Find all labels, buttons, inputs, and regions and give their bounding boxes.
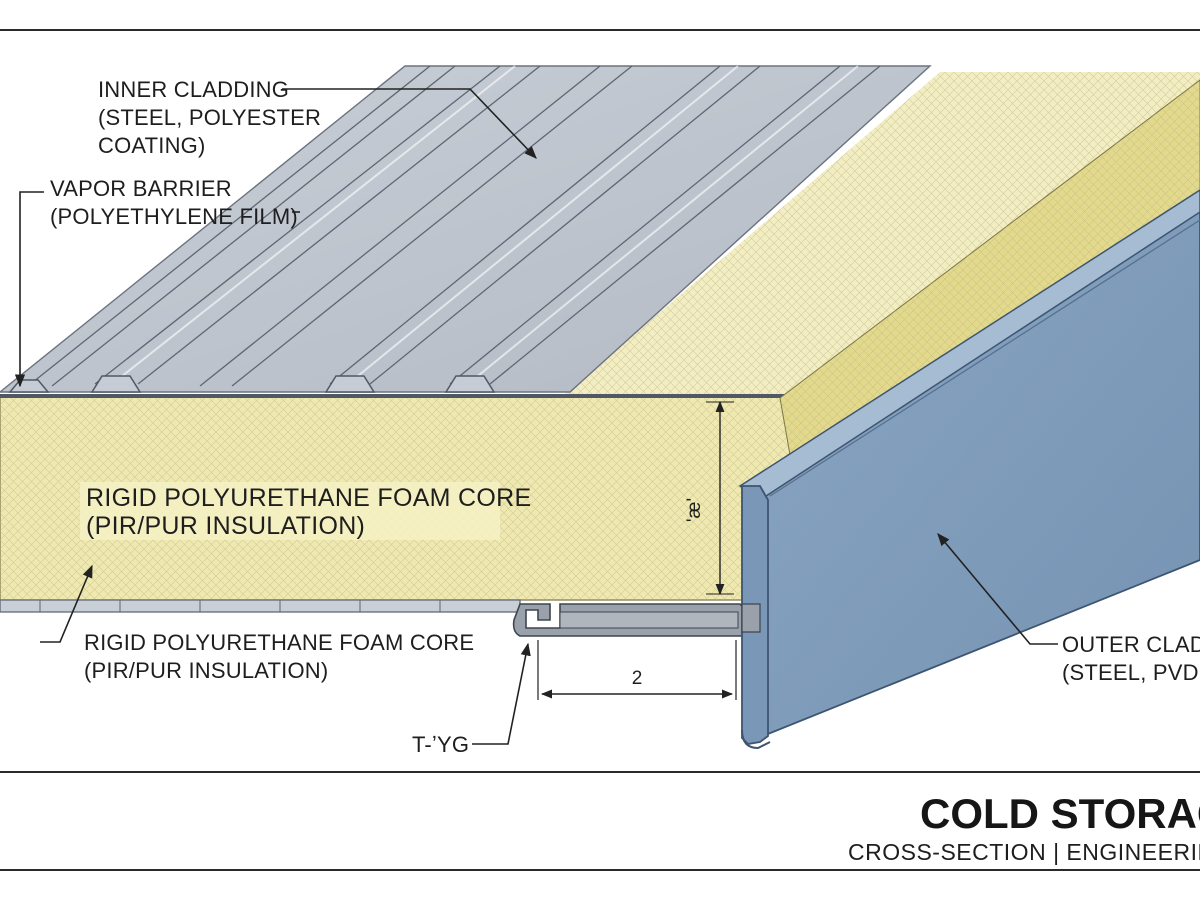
inner-cladding-label: INNER CLADDING (STEEL, POLYESTER COATING… xyxy=(98,77,327,158)
leader-arrow-icon xyxy=(14,191,44,388)
leader-arrow-icon xyxy=(937,533,1058,645)
foam-core-lower-label: RIGID POLYURETHANE FOAM CORE (PIR/PUR IN… xyxy=(84,630,481,683)
leader-arrow-icon xyxy=(472,642,531,745)
foam-core-main-label: RIGID POLYURETHANE FOAM CORE (PIR/PUR IN… xyxy=(86,484,539,540)
leader-arrow-icon xyxy=(40,564,93,643)
title-main: COLD STORAG xyxy=(920,790,1200,837)
bottom-cladding-strip xyxy=(0,599,521,613)
cladding-rib-profile xyxy=(8,375,496,393)
title-subtitle: CROSS-SECTION | ENGINEERIN xyxy=(848,839,1200,865)
thickness-dimension-label: 'æ' xyxy=(684,498,705,522)
inner-cladding-surface xyxy=(0,65,932,393)
width-dimension-label: 2 xyxy=(632,668,643,689)
foam-label-highlight xyxy=(80,482,500,540)
joint-label: T-ʼYG xyxy=(412,732,469,757)
inner-cladding-ribs xyxy=(27,65,881,387)
outer-cladding-label: OUTER CLAD (STEEL, PVDF xyxy=(1062,632,1200,685)
vapor-barrier-label: VAPOR BARRIER (POLYETHYLENE FILM) xyxy=(50,176,298,229)
outer-joint-seal xyxy=(741,603,761,633)
leader-arrow-icon xyxy=(282,88,537,159)
